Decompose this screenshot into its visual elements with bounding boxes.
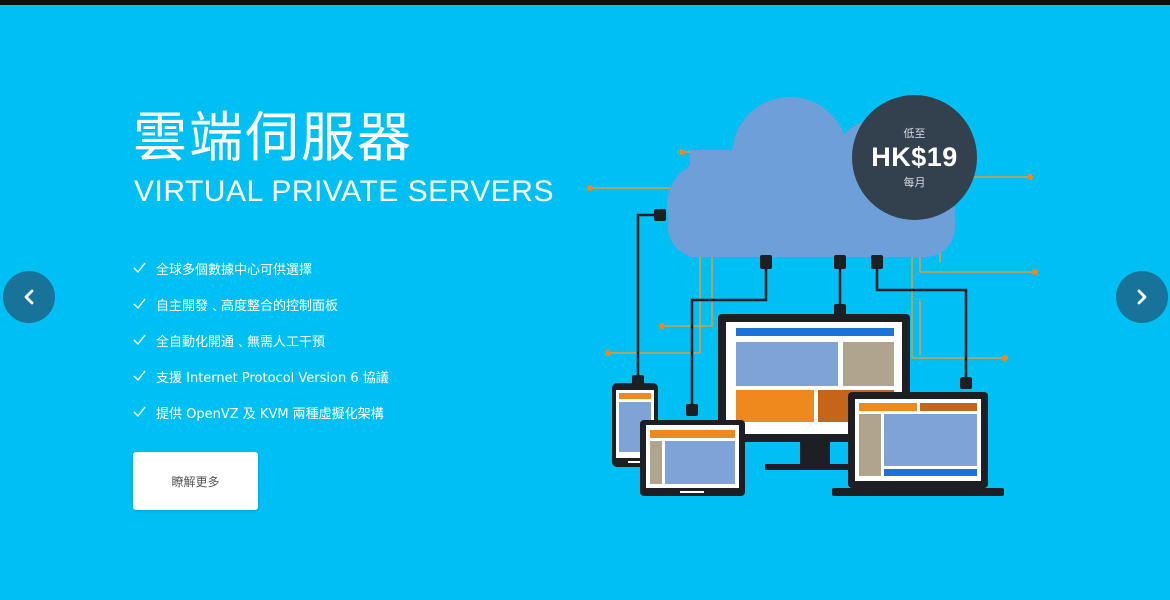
- feature-text: 支援 Internet Protocol Version 6 協議: [156, 370, 389, 386]
- cloud-devices-illustration: [587, 97, 1038, 496]
- check-icon: [133, 262, 146, 274]
- laptop-device: [832, 392, 1004, 496]
- hero-title-zh: 雲端伺服器: [133, 106, 413, 169]
- carousel-next-button[interactable]: [1116, 271, 1168, 323]
- chevron-left-icon: [24, 289, 34, 305]
- feature-text: 自主開發﹑高度整合的控制面板: [156, 298, 339, 314]
- feature-text: 提供 OpenVZ 及 KVM 兩種虛擬化架構: [156, 406, 384, 422]
- feature-item: 全球多個數據中心可供選擇: [133, 250, 389, 286]
- price-value: HK$19: [871, 142, 958, 172]
- chevron-right-icon: [1137, 289, 1147, 305]
- carousel-prev-button[interactable]: [3, 271, 55, 323]
- feature-item: 支援 Internet Protocol Version 6 協議: [133, 358, 389, 394]
- price-prefix: 低至: [903, 127, 926, 140]
- feature-item: 自主開發﹑高度整合的控制面板: [133, 286, 389, 322]
- check-icon: [133, 334, 146, 346]
- feature-item: 全自動化開通﹑無需人工干預: [133, 322, 389, 358]
- learn-more-button[interactable]: 瞭解更多: [133, 452, 258, 510]
- tablet-device: [640, 420, 745, 496]
- check-icon: [133, 406, 146, 418]
- top-bar: [0, 0, 1170, 5]
- price-badge: 低至 HK$19 每月: [852, 95, 977, 220]
- feature-text: 全自動化開通﹑無需人工干預: [156, 334, 326, 350]
- hero-slide: 雲端伺服器 VIRTUAL PRIVATE SERVERS 全球多個數據中心可供…: [0, 5, 1170, 600]
- cables: [636, 213, 968, 415]
- orange-dots: [587, 149, 1038, 361]
- hero-title-en: VIRTUAL PRIVATE SERVERS: [134, 175, 554, 208]
- check-icon: [133, 298, 146, 310]
- feature-list: 全球多個數據中心可供選擇 自主開發﹑高度整合的控制面板 全自動化開通﹑無需人工干…: [133, 250, 389, 430]
- feature-text: 全球多個數據中心可供選擇: [156, 262, 313, 278]
- feature-item: 提供 OpenVZ 及 KVM 兩種虛擬化架構: [133, 394, 389, 430]
- price-suffix: 每月: [903, 176, 926, 189]
- check-icon: [133, 370, 146, 382]
